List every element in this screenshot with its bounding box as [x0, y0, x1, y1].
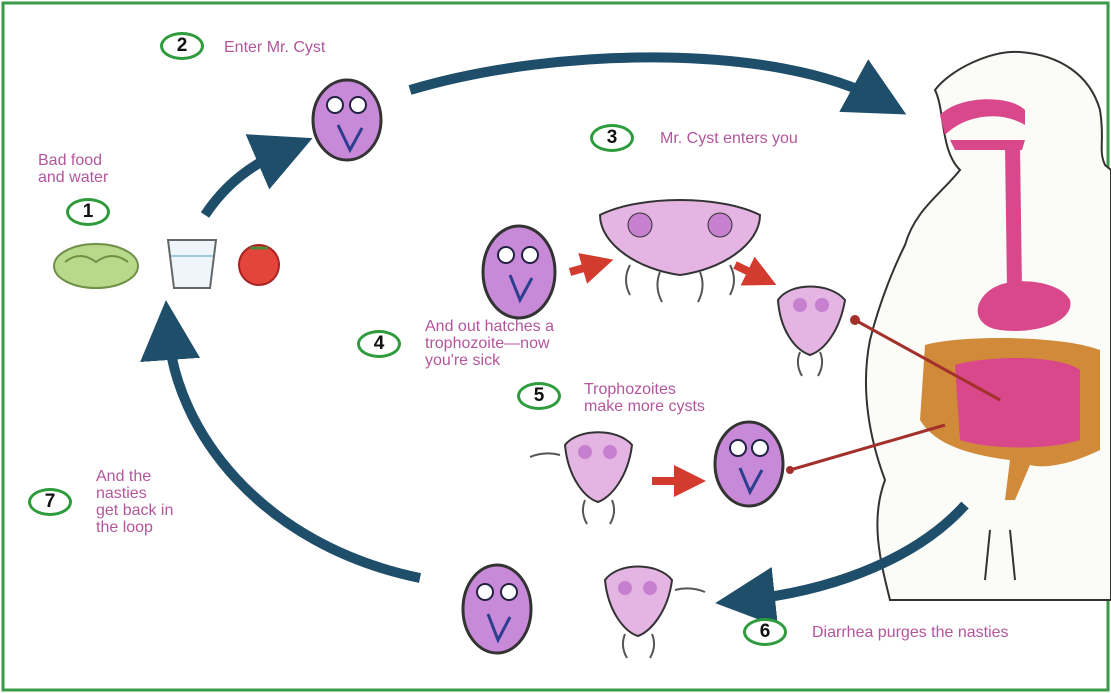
arrow-1-to-2 — [205, 150, 285, 215]
lettuce-icon — [54, 244, 138, 288]
step-7-label: And the nasties get back in the loop — [96, 468, 173, 536]
tomato-icon — [239, 245, 279, 285]
red-arrow — [735, 265, 762, 278]
step-5-label: Trophozoites make more cysts — [584, 381, 705, 415]
step-1-badge: 1 — [66, 198, 110, 226]
cyst-icon — [483, 226, 555, 318]
step-3-badge: 3 — [590, 124, 634, 152]
trophozoite-icon — [605, 567, 705, 659]
arrow-7-to-1 — [168, 330, 420, 578]
step-6-badge: 6 — [743, 618, 787, 646]
trophozoite-icon — [530, 432, 632, 524]
cyst-icon — [715, 422, 783, 506]
arrow-2-to-3 — [410, 57, 880, 100]
water-glass-icon — [168, 240, 216, 288]
cyst-icon — [313, 80, 381, 160]
step-7-badge: 7 — [28, 488, 72, 516]
step-2-label: Enter Mr. Cyst — [224, 39, 325, 56]
step-3-label: Mr. Cyst enters you — [660, 130, 798, 147]
step-4-badge: 4 — [357, 330, 401, 358]
step-6-label: Diarrhea purges the nasties — [812, 624, 1009, 641]
step-1-label: Bad food and water — [38, 152, 108, 186]
cyst-icon — [463, 565, 531, 653]
step-5-badge: 5 — [517, 382, 561, 410]
step-4-label: And out hatches a trophozoite—now you're… — [425, 318, 554, 369]
step-2-badge: 2 — [160, 32, 204, 60]
red-arrow — [570, 264, 598, 272]
trophozoite-icon — [600, 200, 760, 302]
trophozoite-icon — [778, 287, 845, 377]
